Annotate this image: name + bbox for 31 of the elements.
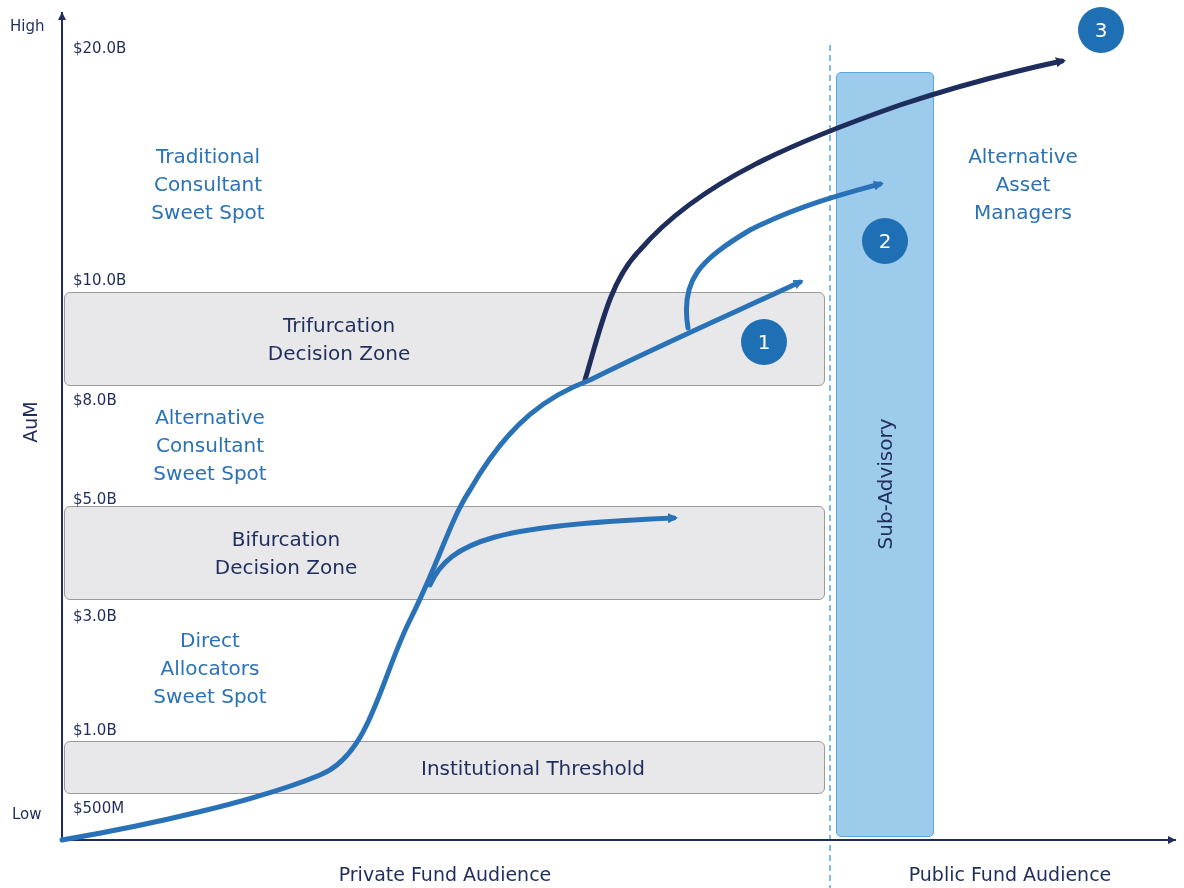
number-badge: 2 [862, 218, 908, 264]
tick-label: $10.0B [73, 270, 128, 291]
tick-label: $20.0B [73, 38, 128, 59]
zone-label: Institutional Threshold [420, 754, 646, 782]
sub-advisory-band [836, 72, 934, 837]
region-label: Alternative Asset Managers [967, 143, 1079, 226]
zone-label: Trifurcation Decision Zone [266, 312, 412, 367]
growth-arrow [427, 513, 678, 588]
axis-title: Private Fund Audience [337, 862, 553, 887]
number-badge: 3 [1078, 7, 1124, 53]
tick-label: $1.0B [73, 720, 118, 741]
tick-label: $8.0B [73, 390, 118, 411]
region-label: Traditional Consultant Sweet Spot [150, 143, 266, 226]
growth-arrow [683, 180, 884, 331]
zone-label: Bifurcation Decision Zone [213, 526, 359, 581]
zone-band [64, 506, 825, 600]
growth-arrow [582, 57, 1066, 383]
axis-end-label: High [10, 16, 46, 37]
zone-band [64, 292, 825, 386]
region-label: Alternative Consultant Sweet Spot [152, 404, 268, 487]
growth-arrow [59, 279, 804, 843]
tick-label: $5.0B [73, 489, 118, 510]
tick-label: $500M [73, 798, 126, 819]
band-label: Sub-Advisory [872, 418, 898, 550]
axis-title: Public Fund Audience [907, 862, 1113, 887]
region-label: Direct Allocators Sweet Spot [152, 627, 268, 710]
axis-end-label: Low [12, 804, 43, 825]
number-badge: 1 [741, 319, 787, 365]
tick-label: $3.0B [73, 606, 118, 627]
zone-band [64, 741, 825, 794]
axis-title: AuM [18, 400, 42, 445]
